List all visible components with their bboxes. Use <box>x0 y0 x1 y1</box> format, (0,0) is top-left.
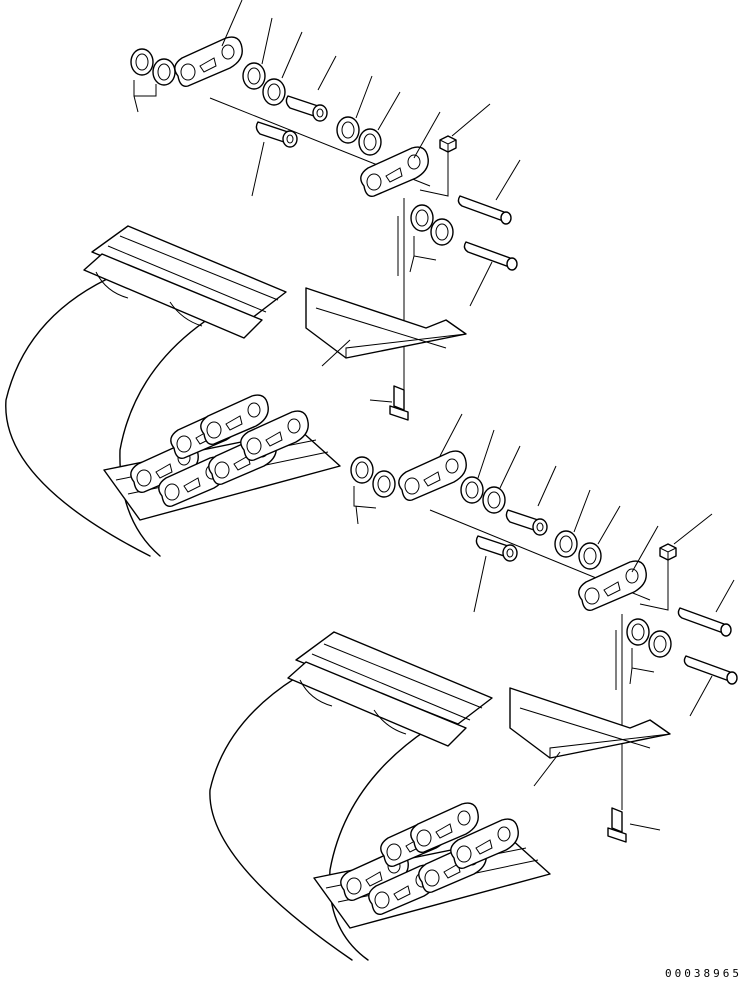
upper-track-shoe <box>305 287 467 359</box>
lower-shoe-grouser <box>311 643 483 721</box>
lower-seal-7 <box>626 618 650 646</box>
upper-seal-6 <box>358 128 382 156</box>
lower-seal-4 <box>482 486 506 514</box>
lower-track-chain <box>209 631 551 961</box>
lower-seal-2 <box>372 470 396 498</box>
leader-line <box>353 486 377 525</box>
lower-pin-bushing <box>475 535 518 562</box>
lower-bushing <box>505 509 548 536</box>
lower-master-pin <box>677 607 732 637</box>
leader-line <box>439 413 463 457</box>
upper-shoe-bolt <box>389 385 409 421</box>
leader-line <box>689 675 713 717</box>
upper-shoe-grouser <box>107 235 279 313</box>
lower-link-left <box>398 450 467 501</box>
leader-line <box>413 111 441 159</box>
lower-track-loop-outline <box>209 649 353 961</box>
lower-track-shoe <box>509 687 671 759</box>
upper-seal-2 <box>152 58 176 86</box>
upper-link-left <box>174 36 243 87</box>
drawing-number: 00038965 <box>665 967 742 980</box>
leader-line <box>321 339 351 367</box>
upper-assembly-group <box>130 0 521 421</box>
leader-line <box>355 75 401 131</box>
leader-line <box>477 429 521 489</box>
bolt-axis <box>615 614 623 810</box>
upper-pin-bushing <box>255 121 298 148</box>
lower-pin <box>683 655 738 685</box>
leader-line <box>537 465 557 507</box>
upper-master-pin <box>457 195 512 225</box>
leader-line <box>317 55 337 91</box>
leader-line <box>629 648 655 685</box>
upper-seal-4 <box>262 78 286 106</box>
leader-line <box>629 823 661 831</box>
lower-shoe-notch <box>299 679 407 735</box>
lower-nut <box>659 543 677 561</box>
bolt-axis <box>397 198 405 390</box>
lower-shoe-bolt <box>607 807 627 843</box>
lower-seal-8 <box>648 630 672 658</box>
upper-seal-3 <box>242 62 266 90</box>
leader-line <box>495 159 521 201</box>
upper-nut <box>439 135 457 153</box>
leader-line <box>715 579 735 613</box>
upper-seal-7 <box>410 204 434 232</box>
upper-bushing <box>285 95 328 122</box>
leader-line <box>639 513 713 611</box>
upper-pin <box>463 241 518 271</box>
leader-line <box>573 489 621 545</box>
leader-line <box>261 17 303 79</box>
lower-seal-6 <box>578 542 602 570</box>
leader-line <box>473 555 487 613</box>
leader-line <box>469 261 493 307</box>
leader-line <box>631 525 659 573</box>
upper-seal-1 <box>130 48 154 76</box>
leader-line <box>533 751 561 787</box>
upper-track-loop-outline <box>5 261 151 557</box>
upper-seal-8 <box>430 218 454 246</box>
upper-seal-5 <box>336 116 360 144</box>
lower-seal-5 <box>554 530 578 558</box>
upper-seal-leader <box>133 80 157 113</box>
upper-track-chain <box>5 225 341 557</box>
lower-top-shoe-2 <box>287 661 467 747</box>
leader-line <box>409 236 437 273</box>
leader-line <box>221 0 243 47</box>
upper-top-shoe-2 <box>83 253 263 339</box>
lower-seal-1 <box>350 456 374 484</box>
lower-seal-3 <box>460 476 484 504</box>
upper-shoe-notch <box>95 271 203 327</box>
leader-line <box>369 399 393 403</box>
leader-line <box>251 141 265 197</box>
leader-line <box>419 103 491 197</box>
lower-assembly-group <box>350 413 738 843</box>
